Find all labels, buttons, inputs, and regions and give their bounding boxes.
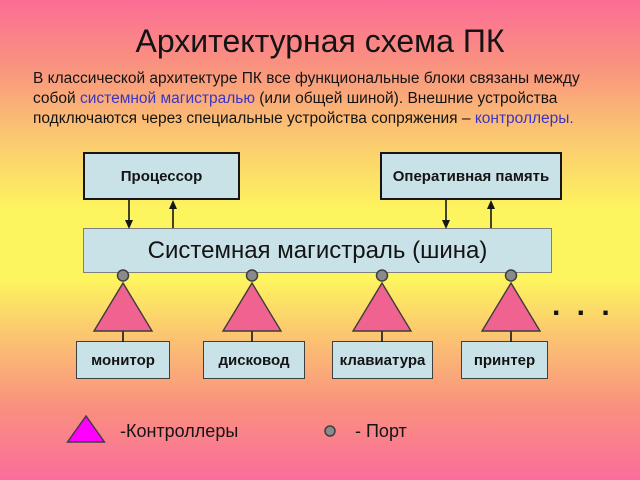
accent-term-controllers: контроллеры.: [474, 110, 574, 127]
up-arrowhead-icon: [487, 200, 495, 209]
controller-triangle-icon: [480, 281, 542, 332]
paragraph-text: собой: [33, 90, 81, 107]
paragraph-text: В классической архитектуре ПК все функци…: [33, 70, 580, 87]
device-label: дисковод: [218, 351, 290, 369]
controller-triangle-icon: [221, 281, 283, 332]
ram-box: Оперативная память: [380, 152, 562, 200]
controller-triangle-icon: [92, 281, 154, 332]
paragraph-text: подключаются через специальные устройств…: [33, 110, 475, 127]
device-label: клавиатура: [339, 351, 426, 369]
device-label: монитор: [91, 351, 155, 369]
device-box-diskdrive: дисковод: [203, 341, 305, 379]
paragraph-line-2: собой системной магистралью (или общей ш…: [33, 89, 623, 109]
intro-paragraph: В классической архитектуре ПК все функци…: [33, 69, 623, 129]
device-box-monitor: монитор: [76, 341, 170, 379]
legend-controllers-label: -Контроллеры: [120, 421, 239, 441]
legend-port-label: - Порт: [355, 421, 407, 441]
device-box-keyboard: клавиатура: [332, 341, 433, 379]
controller-triangle-icon: [351, 281, 413, 332]
more-devices-ellipsis: . . .: [552, 289, 614, 322]
system-bus-box: Системная магистраль (шина): [83, 228, 552, 273]
ram-label: Оперативная память: [392, 167, 550, 185]
processor-box: Процессор: [83, 152, 240, 200]
page-title: Архитектурная схема ПК: [135, 23, 505, 59]
paragraph-text: (или общей шиной). Внешние устройства: [254, 90, 558, 107]
legend-controller-triangle-icon: [66, 414, 106, 443]
up-arrowhead-icon: [169, 200, 177, 209]
processor-label: Процессор: [120, 167, 203, 185]
legend-port-circle-icon: [324, 425, 336, 437]
device-label: принтер: [473, 351, 536, 369]
device-box-printer: принтер: [461, 341, 548, 379]
system-bus-label: Системная магистраль (шина): [147, 236, 488, 264]
accent-term-system-bus: системной магистралью: [80, 90, 255, 107]
paragraph-line-3: подключаются через специальные устройств…: [33, 109, 623, 129]
paragraph-line-1: В классической архитектуре ПК все функци…: [33, 69, 623, 89]
